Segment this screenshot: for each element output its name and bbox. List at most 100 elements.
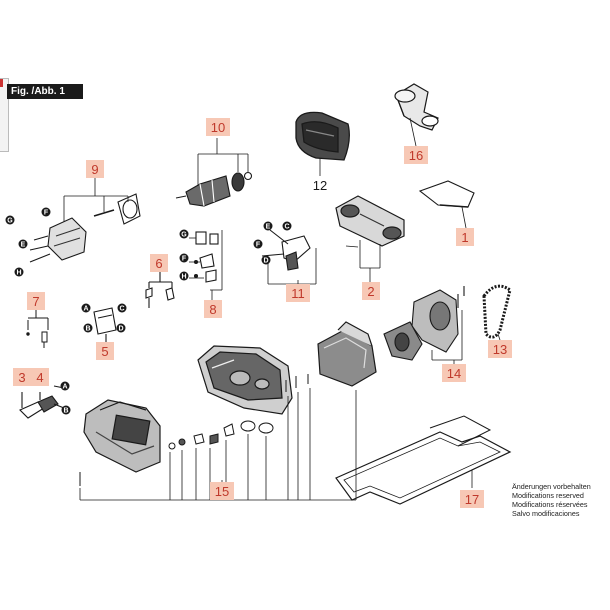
callout-10: 10	[206, 118, 230, 136]
marker-11-D-label: D	[263, 258, 268, 265]
marker-11-C: C	[282, 221, 292, 231]
marker-9-F: F	[41, 207, 51, 217]
marker-5-A: A	[81, 303, 91, 313]
callout-9: 9	[86, 160, 104, 178]
marker-8-F-label: F	[182, 256, 187, 263]
callout-5: 5	[96, 342, 114, 360]
marker-11-E-label: E	[266, 224, 271, 231]
marker-8-H-label: H	[181, 274, 186, 281]
marker-9-H: H	[14, 267, 24, 277]
part-16-hose-adapter	[394, 83, 439, 131]
callout-2-label: 2	[367, 284, 374, 299]
callout-7: 7	[27, 292, 45, 310]
callout-6: 6	[150, 254, 168, 272]
callout-5-label: 5	[101, 344, 108, 359]
part-6-screws	[145, 272, 175, 308]
marker-5-C: C	[117, 303, 127, 313]
callout-15-label: 15	[215, 484, 229, 499]
callout-16-label: 16	[409, 148, 423, 163]
marker-4-A: A	[60, 381, 70, 391]
marker-4-B-label: B	[63, 408, 68, 415]
part-15-hardware	[79, 374, 309, 486]
marker-5-B: B	[83, 323, 93, 333]
callout-11-label: 11	[291, 286, 305, 301]
callout-9-label: 9	[91, 162, 98, 177]
callout-6-label: 6	[155, 256, 162, 271]
callout-3: 3	[13, 368, 31, 386]
note-de: Änderungen vorbehalten	[512, 482, 591, 491]
marker-5-B-label: B	[85, 326, 90, 333]
note-en: Modifications reserved	[512, 491, 584, 500]
part-7-pins	[26, 308, 49, 348]
callout-1-label: 1	[461, 230, 468, 245]
callout-8-label: 8	[209, 302, 216, 317]
callout-2: 2	[362, 282, 380, 300]
callout-16: 16	[404, 146, 428, 164]
marker-9-E-label: E	[21, 242, 26, 249]
callout-3-label: 3	[18, 370, 25, 385]
callout-4-label: 4	[36, 370, 43, 385]
marker-9-G-label: G	[7, 218, 13, 225]
callout-4: 4	[31, 368, 49, 386]
part-12-dust-box	[295, 111, 350, 161]
marker-5-D-label: D	[118, 326, 123, 333]
marker-9-E: E	[18, 239, 28, 249]
marker-5-A-label: A	[83, 306, 88, 313]
part-1-cover-plate	[418, 180, 475, 208]
part-14-gear-housing	[383, 286, 465, 361]
part-2-belt-frame	[335, 195, 405, 247]
letter-markers: G F E H G F H E C F D A C B D A B	[5, 207, 292, 415]
marker-9-H-label: H	[16, 270, 21, 277]
callout-12-label: 12	[313, 178, 327, 193]
part-10-armature	[175, 171, 253, 207]
marker-5-C-label: C	[119, 306, 124, 313]
callout-17: 17	[460, 490, 484, 508]
part-9-motor-group	[29, 193, 141, 263]
callout-17-label: 17	[465, 492, 479, 507]
marker-5-D: D	[116, 323, 126, 333]
note-fr: Modifications réservées	[512, 500, 588, 509]
marker-8-F: F	[179, 253, 189, 263]
base-housing	[83, 399, 161, 473]
callout-7-label: 7	[32, 294, 39, 309]
page-edge-tab: ​	[0, 78, 9, 152]
callout-13-label: 13	[493, 342, 507, 357]
modifications-note: Änderungen vorbehalten Modifications res…	[512, 482, 608, 518]
callouts: 10 16 9 1 6 11 2 8 7 13 5 14 3 4 15 17	[13, 118, 512, 508]
part-9-leaders	[63, 178, 129, 222]
part-11-switch-group	[261, 229, 311, 271]
marker-8-G: G	[179, 229, 189, 239]
tab-red-mark	[0, 79, 3, 87]
marker-11-F: F	[253, 239, 263, 249]
callout-14-label: 14	[447, 366, 461, 381]
housing-left-half	[197, 345, 293, 415]
marker-11-E: E	[263, 221, 273, 231]
part-17-sanding-sheet	[335, 415, 512, 505]
part-2-leaders	[345, 240, 381, 282]
marker-11-F-label: F	[256, 242, 261, 249]
marker-9-G: G	[5, 215, 15, 225]
marker-8-H: H	[179, 271, 189, 281]
marker-11-C-label: C	[284, 224, 289, 231]
marker-11-D: D	[261, 255, 271, 265]
part-10-leaders	[197, 138, 249, 186]
figure-label: Fig. /Abb. 1	[7, 84, 83, 99]
housing-right-half	[317, 321, 377, 387]
callout-15: 15	[210, 482, 234, 500]
callout-1: 1	[456, 228, 474, 246]
callout-13: 13	[488, 340, 512, 358]
part-8-brush-group	[193, 231, 219, 283]
marker-9-F-label: F	[44, 210, 49, 217]
marker-4-A-label: A	[62, 384, 67, 391]
part-3-4-knob	[19, 385, 65, 419]
callout-8: 8	[204, 300, 222, 318]
part-8-leaders	[189, 230, 223, 300]
callout-14: 14	[442, 364, 466, 382]
note-es: Salvo modificaciones	[512, 509, 580, 518]
callout-10-label: 10	[211, 120, 225, 135]
part-5-bracket	[93, 307, 117, 344]
callout-11: 11	[286, 284, 310, 302]
marker-8-G-label: G	[181, 232, 187, 239]
